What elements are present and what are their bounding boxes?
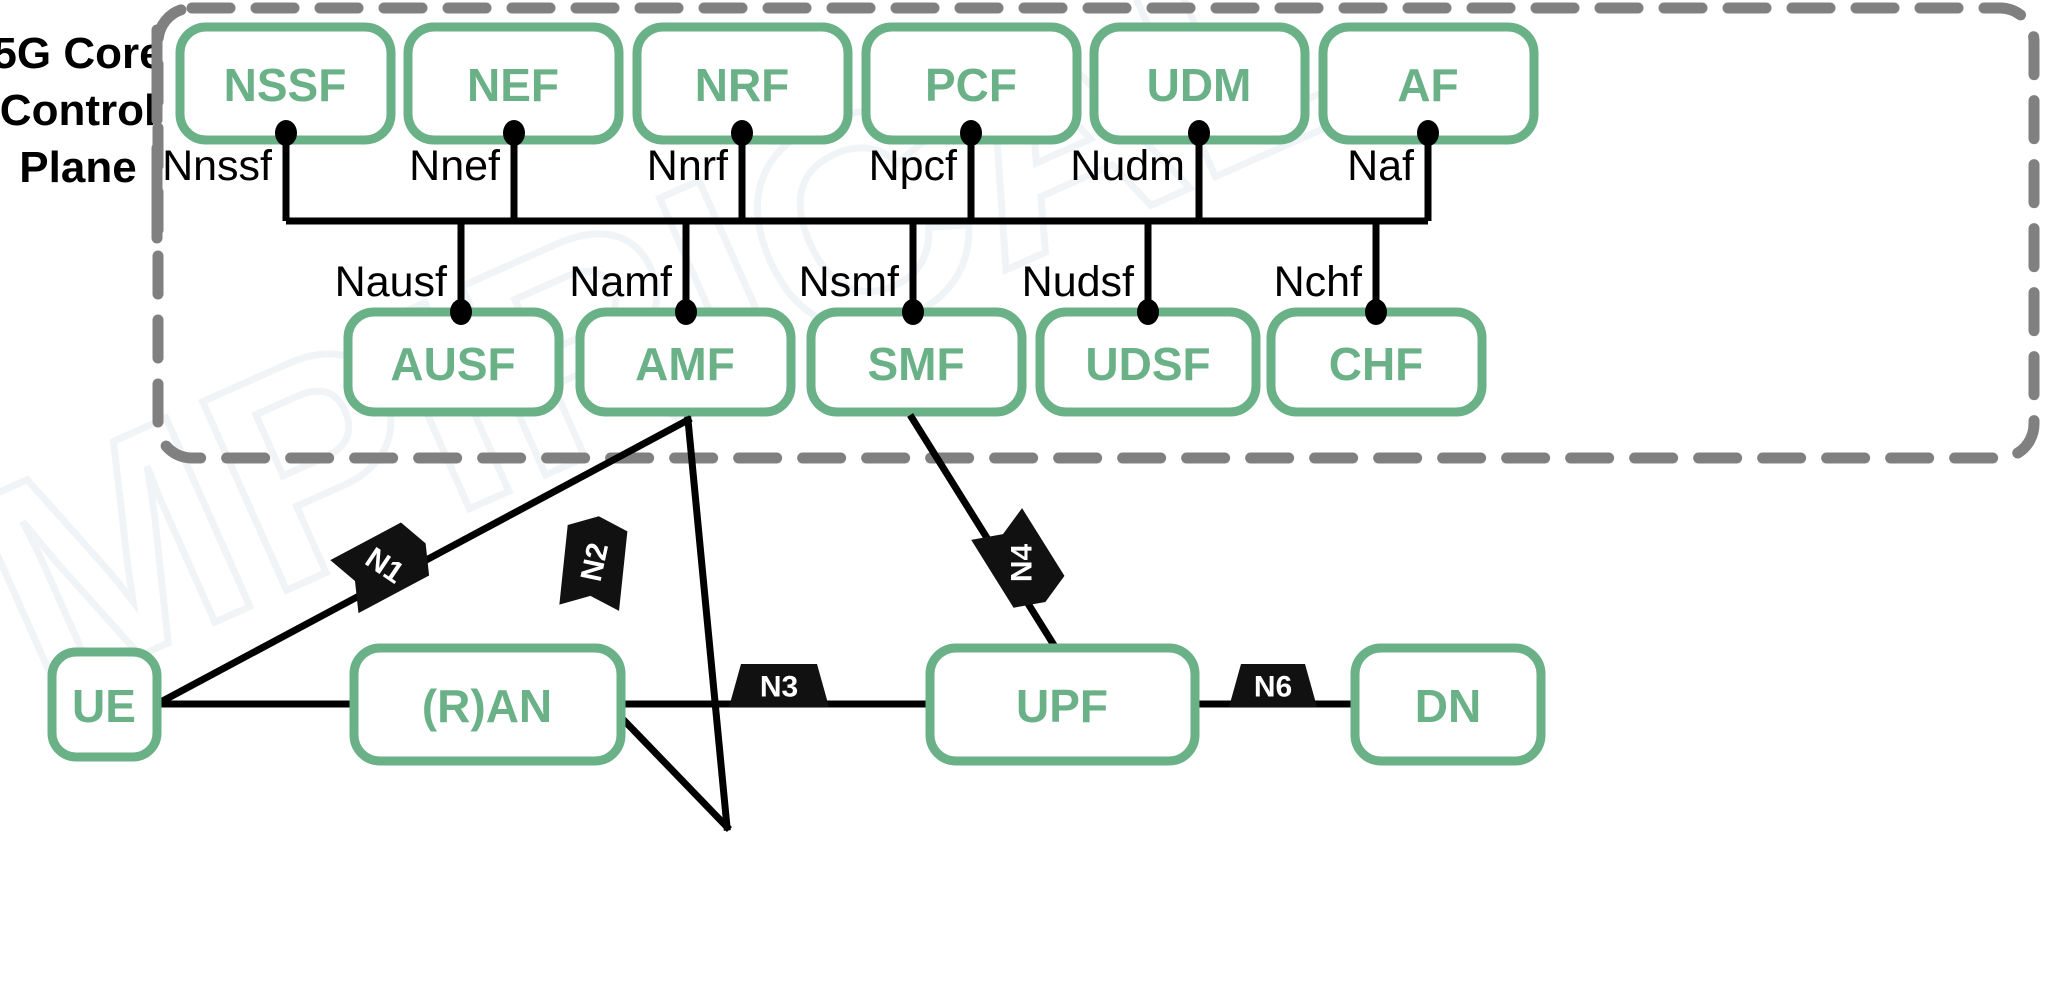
interface-label-naf: Naf	[1347, 142, 1415, 190]
nf-node-smf-label: SMF	[867, 338, 964, 390]
reference-point-label-n6: N6	[1254, 671, 1292, 704]
plane-title-line1: 5G Core	[0, 29, 164, 78]
nf-node-upf-label: UPF	[1016, 680, 1108, 732]
nf-node-nssf-label: NSSF	[224, 59, 347, 111]
interface-label-nudm: Nudm	[1070, 142, 1185, 190]
plane-title-group: 5G Core Control Plane	[0, 24, 164, 244]
ref-line-n2-lower	[684, 416, 731, 831]
nf-node-chf-label: CHF	[1329, 338, 1424, 390]
ausf-connection-dot	[450, 299, 472, 325]
nf-node-amf-label: AMF	[635, 338, 735, 390]
nf-node-dn-label: DN	[1415, 680, 1481, 732]
nf-node-ue-box[interactable]	[47, 647, 162, 762]
chf-connection-dot	[1365, 299, 1387, 325]
nf-node-nssf[interactable]: NSSF	[175, 22, 396, 146]
smf-connection-dot	[902, 299, 924, 325]
af-connection-dot	[1417, 120, 1439, 146]
top-row-stubs	[282, 133, 1432, 221]
n2-badge-shape	[559, 516, 628, 611]
nrf-connection-dot	[731, 120, 753, 146]
nf-node-ue[interactable]: UE	[47, 647, 162, 762]
reference-point-badge-n6[interactable]: N6	[1229, 664, 1317, 707]
udsf-connection-dot	[1137, 299, 1159, 325]
nf-node-ue-label: UE	[72, 680, 136, 732]
nf-node-udm-label: UDM	[1147, 59, 1252, 111]
nf-node-upf-box[interactable]	[925, 643, 1200, 766]
nf-node-pcf[interactable]: PCF	[861, 22, 1082, 146]
nf-node-smf[interactable]: SMF	[806, 299, 1027, 417]
mid-row-stubs	[457, 221, 1380, 312]
reference-point-label-n2: N2	[575, 540, 615, 584]
interface-label-nausf: Nausf	[335, 258, 448, 306]
nf-node-pcf-label: PCF	[925, 59, 1017, 111]
reference-point-badge-n1[interactable]: N1	[330, 517, 439, 614]
reference-point-badge-n4[interactable]: N4	[971, 508, 1071, 618]
reference-point-badge-n2[interactable]: N2	[559, 513, 628, 611]
reference-point-label-n3: N3	[760, 671, 798, 704]
nf-node-ausf-label: AUSF	[390, 338, 515, 390]
nf-node-udsf-label: UDSF	[1085, 338, 1210, 390]
nf-node-ran-label: (R)AN	[422, 680, 552, 732]
interface-label-nnef: Nnef	[409, 142, 501, 190]
nf-node-dn-box[interactable]	[1350, 643, 1546, 766]
interface-label-nnrf: Nnrf	[647, 142, 729, 190]
nf-node-upf[interactable]: UPF	[925, 643, 1200, 766]
interface-label-nsmf: Nsmf	[799, 258, 900, 306]
n3-badge-shape	[729, 664, 829, 707]
nf-node-nef[interactable]: NEF	[403, 22, 624, 146]
n1-badge-shape	[330, 522, 430, 614]
amf-connection-dot	[675, 299, 697, 325]
interface-label-nchf: Nchf	[1274, 258, 1363, 306]
pcf-connection-dot	[960, 120, 982, 146]
n4-badge-shape	[971, 508, 1065, 608]
nf-node-amf[interactable]: AMF	[575, 299, 796, 417]
nf-node-ausf[interactable]: AUSF	[343, 299, 564, 417]
nf-node-nrf-label: NRF	[695, 59, 790, 111]
nf-node-af-label: AF	[1397, 59, 1458, 111]
nf-node-chf[interactable]: CHF	[1266, 299, 1487, 417]
interface-label-namf: Namf	[569, 258, 673, 306]
nf-node-nrf[interactable]: NRF	[632, 22, 853, 146]
plane-title-line2: Control	[0, 86, 156, 135]
interface-label-nudsf: Nudsf	[1022, 258, 1135, 306]
mid-row-interface-labels: Nausf Namf Nsmf Nudsf Nchf	[335, 258, 1363, 306]
top-row-interface-labels: Nnssf Nnef Nnrf Npcf Nudm Naf	[162, 142, 1415, 190]
nssf-connection-dot	[275, 120, 297, 146]
nf-node-udsf[interactable]: UDSF	[1035, 299, 1261, 417]
interface-label-nnssf: Nnssf	[162, 142, 273, 190]
nf-node-dn[interactable]: DN	[1350, 643, 1546, 766]
nf-node-af[interactable]: AF	[1318, 22, 1539, 146]
interface-label-npcf: Npcf	[869, 142, 958, 190]
nef-connection-dot	[503, 120, 525, 146]
nf-node-nef-label: NEF	[467, 59, 559, 111]
nf-node-ran-box[interactable]	[349, 643, 626, 766]
n6-badge-shape	[1229, 664, 1317, 707]
nf-node-udm[interactable]: UDM	[1089, 22, 1310, 146]
nf-node-ran[interactable]: (R)AN	[349, 643, 626, 766]
udm-connection-dot	[1188, 120, 1210, 146]
reference-point-badge-n3[interactable]: N3	[729, 664, 829, 707]
reference-point-label-n4: N4	[1006, 544, 1039, 583]
plane-title-line3: Plane	[19, 143, 136, 192]
ref-line-n4	[907, 413, 1062, 655]
